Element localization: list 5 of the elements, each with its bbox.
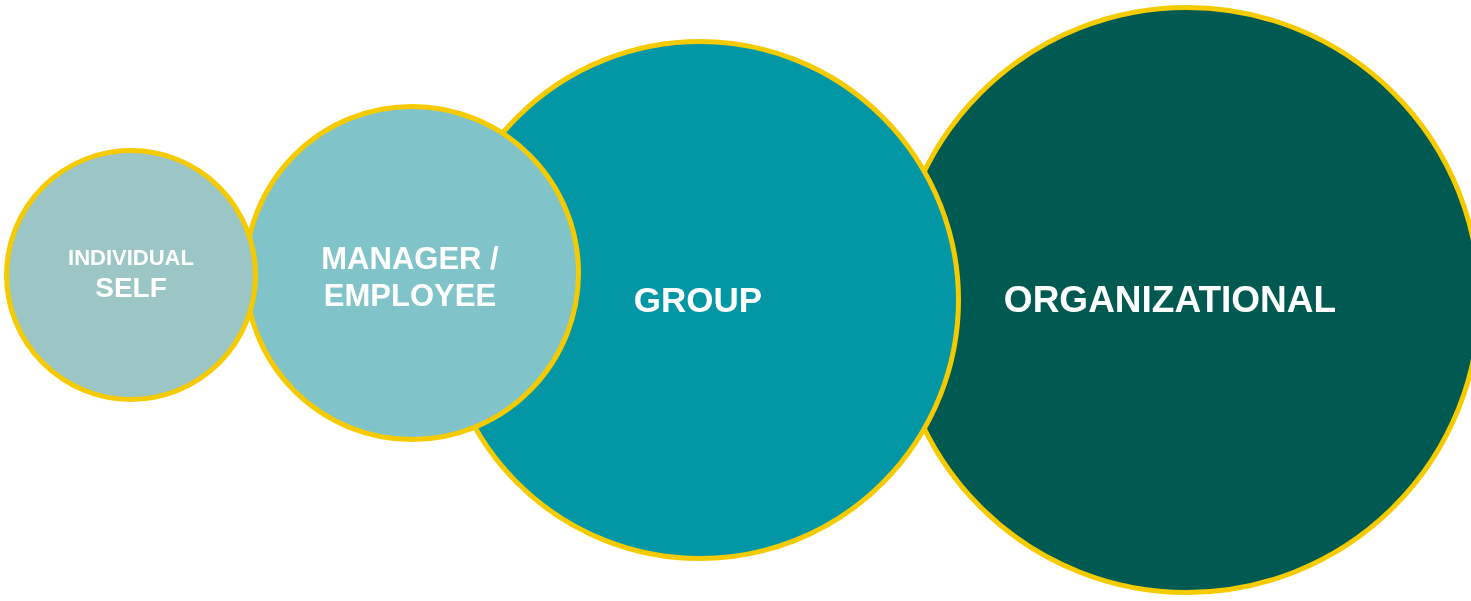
circle-label: ORGANIZATIONAL (1003, 277, 1337, 322)
circle-label: GROUP (633, 279, 763, 321)
circle-label: SELF (95, 271, 167, 305)
circle-label: MANAGER / EMPLOYEE (320, 239, 500, 315)
circle-label: INDIVIDUAL (68, 245, 194, 272)
